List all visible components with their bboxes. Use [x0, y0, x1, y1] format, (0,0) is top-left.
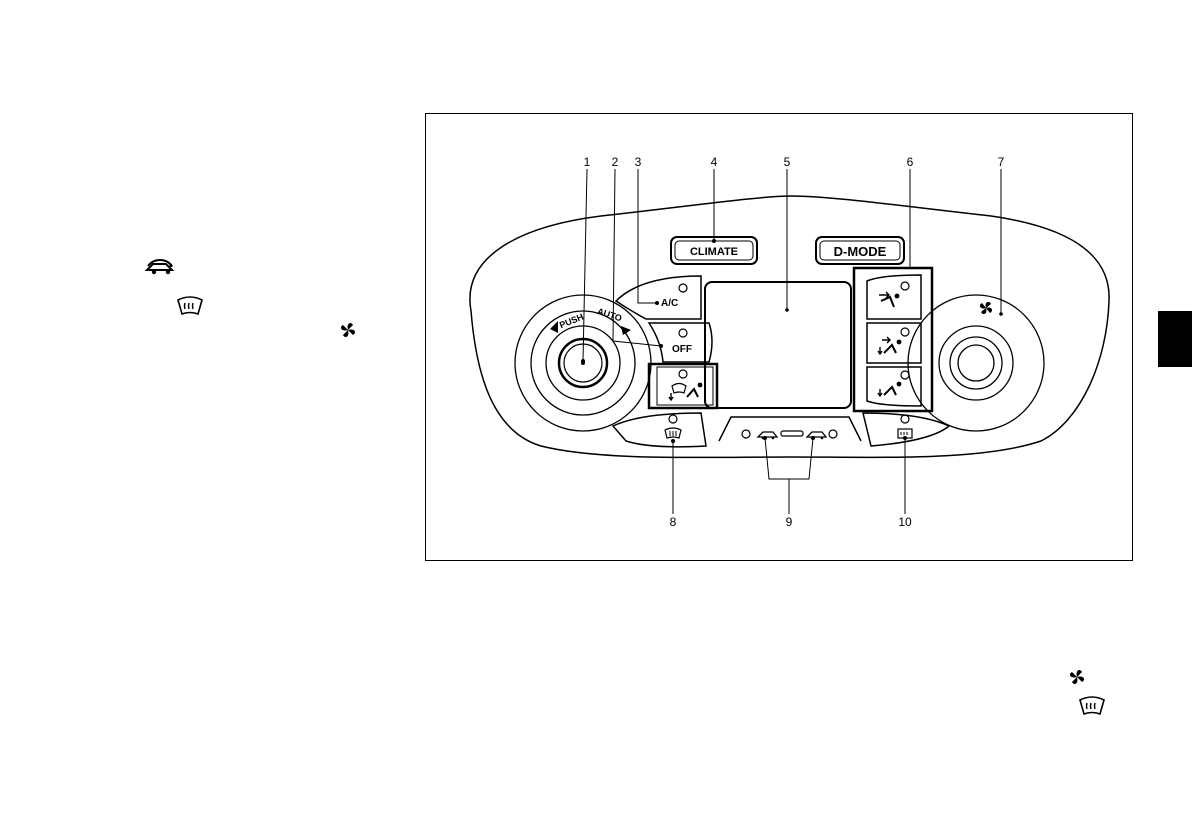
recirculation-panel[interactable]: [719, 417, 861, 441]
svg-text:A/C: A/C: [661, 298, 678, 309]
fan-icon: [980, 302, 992, 314]
callout-3: 3: [635, 155, 642, 169]
callout-2: 2: [612, 155, 619, 169]
fan-icon: [338, 320, 358, 340]
bi-level-mode-button[interactable]: [867, 323, 921, 363]
off-button[interactable]: OFF: [649, 323, 712, 362]
callout-6: 6: [907, 155, 914, 169]
recirculation-icon: [758, 432, 777, 439]
front-defroster-icon: [665, 428, 681, 438]
foot-mode-icon: [878, 382, 901, 396]
foot-defrost-icon: [669, 383, 702, 400]
callout-5: 5: [784, 155, 791, 169]
vent-mode-icon: [879, 292, 899, 307]
svg-text:OFF: OFF: [672, 344, 692, 355]
front-defroster-icon: [1078, 696, 1106, 718]
callout-10: 10: [898, 515, 912, 529]
svg-text:D-MODE: D-MODE: [834, 244, 887, 259]
auto-label: AUTO: [596, 306, 623, 323]
svg-text:CLIMATE: CLIMATE: [690, 246, 738, 258]
section-tab: [1158, 311, 1192, 367]
callout-1: 1: [584, 155, 591, 169]
fan-icon: [1067, 667, 1087, 687]
outside-air-icon: [807, 432, 826, 439]
d-mode-button[interactable]: D-MODE: [816, 237, 904, 264]
front-defroster-icon: [176, 296, 204, 318]
climate-control-panel-diagram: PUSH AUTO CLIMATE D-MODE: [426, 114, 1132, 560]
figure-frame: PUSH AUTO CLIMATE D-MODE: [425, 113, 1133, 561]
push-auto-label: PUSH AUTO: [550, 306, 631, 335]
callout-8: 8: [670, 515, 677, 529]
callout-leaders: [583, 169, 1001, 514]
display-screen: [705, 282, 851, 408]
callout-4: 4: [711, 155, 718, 169]
callout-9: 9: [786, 515, 793, 529]
vent-mode-button[interactable]: [867, 275, 921, 319]
recirculation-icon: [144, 256, 178, 276]
foot-defrost-mode-button[interactable]: [649, 364, 717, 408]
front-defroster-button[interactable]: [613, 413, 706, 447]
foot-mode-button[interactable]: [867, 367, 921, 406]
callout-7: 7: [998, 155, 1005, 169]
bi-level-mode-icon: [878, 337, 901, 354]
